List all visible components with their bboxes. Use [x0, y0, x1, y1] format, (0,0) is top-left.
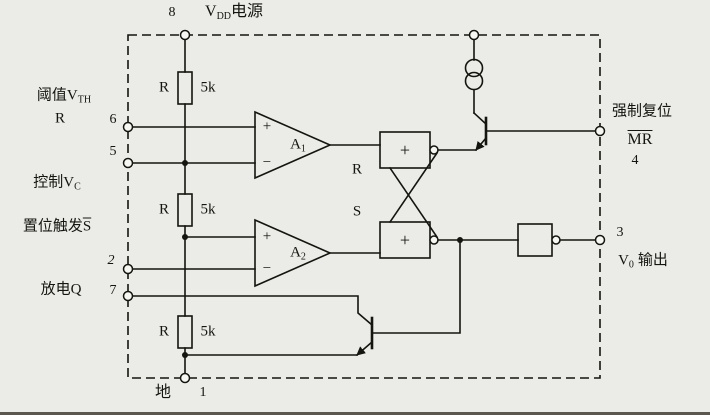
pin3-label-rest: 输出	[637, 252, 668, 269]
resistor-r2	[177, 193, 193, 227]
junction-dot	[182, 234, 188, 240]
junction-dot	[182, 352, 188, 358]
pin6-number: 6	[109, 112, 117, 127]
pin2-label: 置位触发S	[22, 218, 92, 235]
resistor-r1-value: 5k	[200, 79, 216, 96]
pin8-label-sub: DD	[216, 11, 232, 22]
pin1-number: 1	[199, 385, 207, 400]
comparator-a1	[254, 110, 381, 180]
a1-name: A1	[290, 136, 306, 155]
a2-minus-sign: −	[262, 260, 272, 277]
resistor-r3	[177, 315, 193, 349]
pin1-terminal	[179, 372, 191, 384]
latch-r-input-label: R	[351, 161, 363, 178]
pin4-number: 4	[631, 153, 639, 168]
latch-s-input-label: S	[352, 203, 362, 220]
ic-boundary	[127, 34, 601, 379]
a1-name-base: A	[290, 136, 301, 153]
a2-name-sub: 2	[300, 251, 306, 263]
pin2-label-overline: S	[82, 218, 92, 235]
comparator-a2	[254, 218, 381, 288]
pin4-mr-text: MR	[627, 131, 653, 148]
rs-flip-flop	[379, 131, 519, 259]
pin1-label: 地	[154, 384, 172, 401]
pin7-label: 放电Q	[40, 281, 82, 298]
voltage-divider	[177, 34, 193, 379]
resistor-r2-value: 5k	[200, 201, 216, 218]
pin5-label-base: 控制V	[33, 174, 75, 191]
pin-terminals	[122, 29, 606, 384]
resistor-r3-name: R	[158, 323, 170, 340]
pin7-number: 7	[109, 283, 117, 298]
pin3-label-sub: 0	[628, 259, 634, 271]
pin5-label-sub: C	[74, 181, 81, 193]
pin7-terminal	[122, 290, 134, 302]
discharge-transistor	[182, 239, 461, 358]
pin2-terminal	[122, 263, 134, 275]
pin2-number: 2	[107, 253, 115, 268]
resistor-r2-name: R	[158, 201, 170, 218]
resistor-r1	[177, 71, 193, 105]
pin6-label-sub: TH	[77, 94, 92, 106]
a2-name: A2	[290, 244, 306, 263]
resistor-r1-name: R	[158, 79, 170, 96]
pin8-label-rest: 电源	[231, 3, 264, 20]
pin6-label-base: 阈值V	[36, 87, 78, 104]
a1-minus-sign: −	[262, 154, 272, 171]
pin8-terminal	[179, 29, 191, 41]
gate-s-symbol: +	[399, 230, 411, 250]
pin3-number: 3	[616, 225, 624, 240]
reset-transistor	[472, 111, 601, 152]
input-wires	[127, 126, 374, 327]
pin8-number: 8	[168, 5, 176, 20]
current-source	[464, 34, 484, 114]
pin5-label: 控制VC	[33, 174, 81, 193]
pin4-label: 强制复位	[611, 103, 673, 120]
pin6-label-line2: R	[54, 110, 66, 127]
pin5-number: 5	[109, 144, 117, 159]
output-buffer	[517, 223, 601, 257]
a1-plus-sign: +	[262, 118, 272, 135]
vdd-terminal	[468, 29, 480, 41]
pin8-label: VDD电源	[205, 4, 263, 22]
pin3-label-base: V	[618, 252, 629, 269]
a2-name-base: A	[290, 244, 301, 261]
divider-junctions	[182, 160, 188, 240]
pin4-terminal	[594, 125, 606, 137]
a1-name-sub: 1	[300, 143, 306, 155]
pin5-terminal	[122, 157, 134, 169]
buffer-output-bubble	[551, 235, 561, 245]
resistor-r3-value: 5k	[200, 323, 216, 340]
gate-r-symbol: +	[399, 140, 411, 160]
pin2-label-base: 置位触发	[22, 218, 83, 235]
pin6-terminal	[122, 121, 134, 133]
junction-dot	[182, 160, 188, 166]
pin6-label: 阈值VTH	[36, 87, 92, 106]
pin3-terminal	[594, 234, 606, 246]
pin8-label-base: V	[205, 3, 217, 20]
pin4-label-overline: MR	[628, 132, 653, 148]
a2-plus-sign: +	[262, 228, 272, 245]
